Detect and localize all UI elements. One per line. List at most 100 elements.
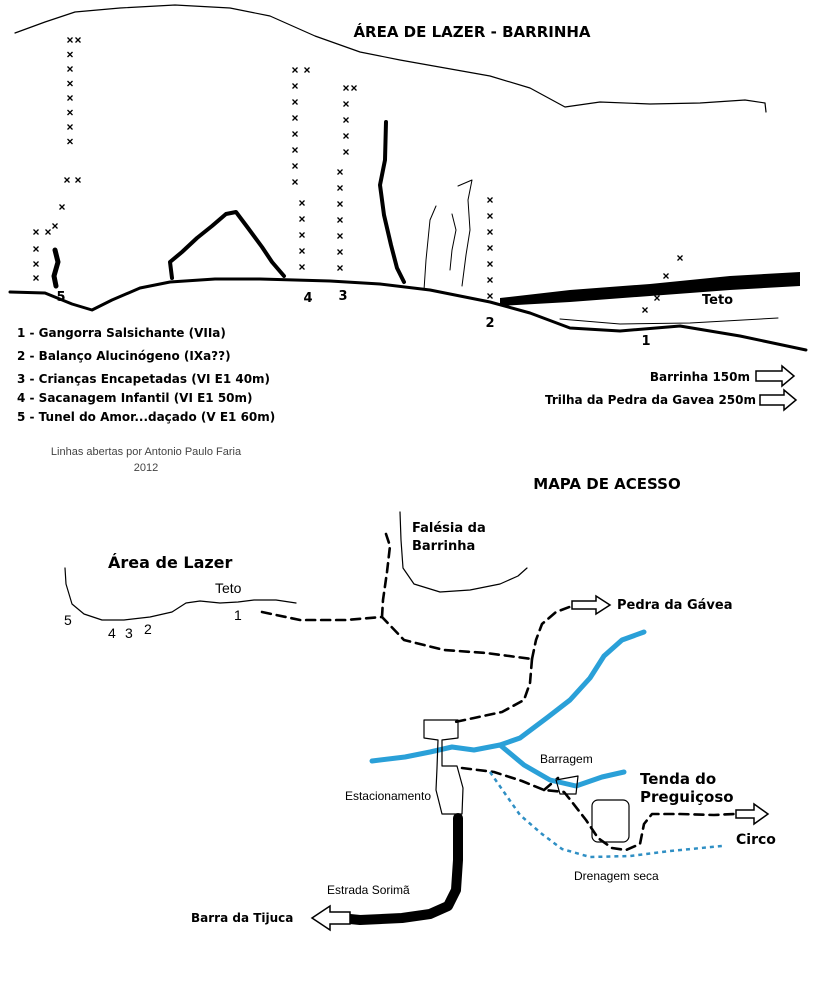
topo-route-number: 5 xyxy=(56,290,65,305)
right-arrow-icon xyxy=(755,364,796,388)
bolt-mark xyxy=(487,277,493,283)
topo-route-number: 1 xyxy=(641,334,650,349)
right-arrow-icon xyxy=(735,802,770,826)
legend-item: 4 - Sacanagem Infantil (VI E1 50m) xyxy=(17,391,253,405)
bolt-mark xyxy=(292,179,298,185)
legend-item: 5 - Tunel do Amor...daçado (V E1 60m) xyxy=(17,410,275,424)
bolt-mark xyxy=(343,133,349,139)
topo-ledge-thin xyxy=(559,317,779,325)
barragem-structure xyxy=(555,775,579,795)
bolt-mark xyxy=(67,95,73,101)
bolt-mark xyxy=(299,200,305,206)
bolt-mark xyxy=(33,261,39,267)
bolt-mark xyxy=(45,229,51,235)
bolt-mark xyxy=(67,109,73,116)
bolt-mark xyxy=(487,213,493,219)
barra-label: Barra da Tijuca xyxy=(191,911,293,925)
topo-legend: 1 - Gangorra Salsichante (VIIa) 2 - Bala… xyxy=(17,326,275,424)
bolt-mark xyxy=(487,229,493,235)
teto-roof xyxy=(500,272,800,306)
bolt-mark xyxy=(487,261,493,267)
bolt-mark xyxy=(343,101,349,107)
map-title: MAPA DE ACESSO xyxy=(533,475,680,493)
topo-flake-left xyxy=(168,210,286,280)
credit-year: 2012 xyxy=(134,462,158,474)
bolt-mark xyxy=(337,185,343,191)
bolt-mark xyxy=(677,255,683,261)
bolt-mark xyxy=(487,245,493,251)
bolt-mark xyxy=(67,51,73,58)
bolt-mark xyxy=(292,131,298,137)
bolt-mark xyxy=(33,246,39,252)
bolt-mark xyxy=(337,201,343,207)
tenda-label-line1: Tenda do xyxy=(640,770,716,788)
bolt-mark xyxy=(337,233,343,239)
topo-crack-thin-b xyxy=(457,179,473,287)
topo-route-number: 2 xyxy=(485,316,494,331)
bolt-mark xyxy=(337,217,343,223)
map-area-label: Área de Lazer xyxy=(108,553,233,572)
map-route-number: 4 xyxy=(108,625,116,641)
legend-item: 3 - Crianças Encapetadas (VI E1 40m) xyxy=(17,372,270,386)
bolt-mark xyxy=(487,293,493,299)
drenagem-label: Drenagem seca xyxy=(574,869,659,883)
bolt-mark xyxy=(67,66,73,72)
river-branch xyxy=(497,742,627,789)
bolt-mark xyxy=(654,295,660,301)
bolt-mark xyxy=(337,249,343,255)
topo-section: ÁREA DE LAZER - BARRINHA 5 4 3 2 1 Teto … xyxy=(8,4,808,474)
bolt-mark xyxy=(292,115,298,121)
bolt-mark xyxy=(299,216,305,222)
bolt-mark xyxy=(343,85,349,91)
topo-title: ÁREA DE LAZER - BARRINHA xyxy=(353,22,590,41)
bolt-mark xyxy=(75,177,81,183)
bolt-mark xyxy=(33,229,39,235)
trail-to-gavea xyxy=(530,604,574,661)
bolt-mark xyxy=(64,177,70,183)
estacionamento-label: Estacionamento xyxy=(345,789,431,803)
falesia-label-line1: Falésia da xyxy=(412,521,486,536)
trail-main xyxy=(453,657,534,724)
bolt-mark xyxy=(67,138,73,145)
river-main xyxy=(369,629,647,764)
circo-label: Circo xyxy=(736,832,776,848)
estrada-sorima-road xyxy=(345,813,463,925)
bolt-mark xyxy=(642,307,648,313)
bolt-mark xyxy=(59,204,65,210)
legend-item: 1 - Gangorra Salsichante (VIIa) xyxy=(17,326,226,340)
map-route-number: 2 xyxy=(144,621,152,637)
lazer-cliff-line xyxy=(64,567,297,621)
bolt-mark xyxy=(33,275,39,281)
bolt-mark xyxy=(292,99,298,105)
bolt-mark xyxy=(487,197,493,203)
trail-to-circo xyxy=(460,766,736,852)
topo-crack-left xyxy=(51,247,61,289)
tenda-label-line2: Preguiçoso xyxy=(640,788,734,806)
bolt-mark xyxy=(299,264,305,270)
bolt-mark xyxy=(299,232,305,238)
topo-teto-label: Teto xyxy=(702,293,733,308)
bolt-mark xyxy=(343,117,349,123)
bolt-mark xyxy=(351,85,357,91)
bolt-mark xyxy=(292,163,298,169)
legend-item: 2 - Balanço Alucinógeno (IXa??) xyxy=(17,349,231,363)
map-route-number: 3 xyxy=(125,625,133,641)
barragem-label: Barragem xyxy=(540,752,593,766)
bolt-mark xyxy=(343,149,349,155)
right-arrow-icon xyxy=(571,594,612,616)
left-arrow-icon xyxy=(310,904,351,932)
topo-bolts xyxy=(33,37,683,313)
falesia-label-line2: Barrinha xyxy=(412,539,475,554)
bolt-mark xyxy=(299,248,305,254)
gavea-label: Pedra da Gávea xyxy=(617,598,732,613)
bolt-mark xyxy=(292,147,298,153)
credit-author: Linhas abertas por Antonio Paulo Faria xyxy=(51,446,242,458)
access-map-section: MAPA DE ACESSO Área de Lazer Teto 5 4 3 … xyxy=(64,475,776,932)
topo-dihedral xyxy=(378,120,406,284)
topo-crack-thin-a xyxy=(423,205,437,291)
estrada-label: Estrada Sorimã xyxy=(327,883,410,897)
barrinha-cliff-line xyxy=(399,511,528,593)
bolt-mark xyxy=(292,83,298,89)
topo-ridge xyxy=(14,4,767,113)
